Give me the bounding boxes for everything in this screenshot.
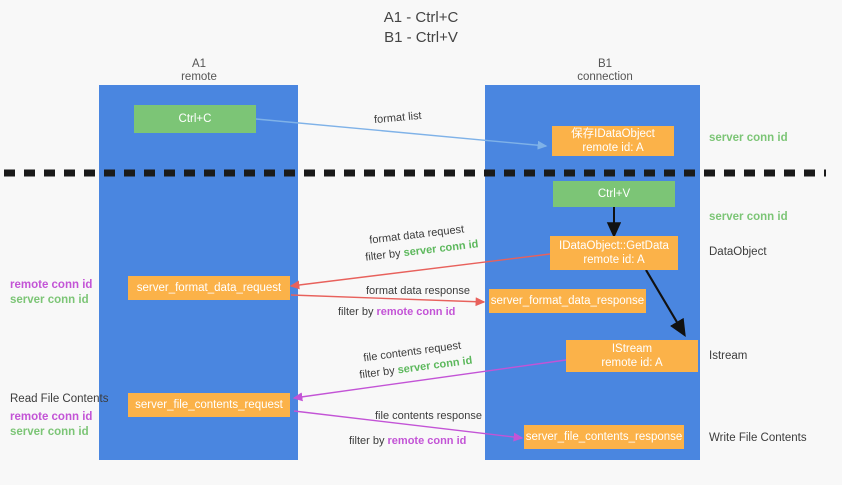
left-label-server-conn-id-upper: server conn id bbox=[10, 294, 89, 306]
node-save-idataobject-sub: remote id: A bbox=[582, 142, 644, 154]
node-idataobject-getdata-label: IDataObject::GetData bbox=[559, 240, 669, 252]
node-idataobject-getdata[interactable]: IDataObject::GetData remote id: A bbox=[550, 236, 678, 270]
left-label-server-conn-id-lower: server conn id bbox=[10, 426, 89, 438]
edge-label-format-data-response-filter: filter by remote conn id bbox=[338, 305, 455, 319]
left-label-read-file-contents: Read File Contents bbox=[10, 393, 109, 405]
node-ctrl-c[interactable]: Ctrl+C bbox=[134, 105, 256, 133]
node-server-format-data-response[interactable]: server_format_data_response bbox=[489, 289, 646, 313]
node-idataobject-getdata-sub: remote id: A bbox=[583, 254, 645, 266]
node-server-format-data-request-label: server_format_data_request bbox=[136, 282, 282, 294]
node-server-format-data-request[interactable]: server_format_data_request bbox=[128, 276, 290, 300]
right-label-server-conn-id-top: server conn id bbox=[709, 132, 788, 144]
right-label-server-conn-id-second: server conn id bbox=[709, 211, 788, 223]
column-header-a1-name: A1 bbox=[191, 58, 207, 70]
column-header-a1-sub: remote bbox=[181, 71, 217, 83]
edge-label-file-contents-response-filter: filter by remote conn id bbox=[349, 434, 466, 448]
node-save-idataobject-label: 保存IDataObject bbox=[571, 128, 655, 140]
column-header-b1-name: B1 bbox=[597, 58, 613, 70]
edge-label-file-contents-response: file contents response bbox=[375, 409, 482, 423]
node-server-file-contents-response-label: server_file_contents_response bbox=[525, 431, 683, 443]
page-title: A1 - Ctrl+C B1 - Ctrl+V bbox=[0, 8, 842, 48]
edge-label-format-list-text: format list bbox=[373, 109, 423, 127]
node-ctrl-v[interactable]: Ctrl+V bbox=[553, 181, 675, 207]
edge-label-file-contents-request-filter-prefix: filter by bbox=[358, 364, 399, 382]
page-title-line-2: B1 - Ctrl+V bbox=[384, 29, 458, 46]
left-label-remote-conn-id-upper: remote conn id bbox=[10, 279, 93, 291]
edge-label-format-data-request-filter-prefix: filter by bbox=[364, 247, 405, 264]
node-ctrl-c-label: Ctrl+C bbox=[178, 113, 212, 125]
node-server-file-contents-request[interactable]: server_file_contents_request bbox=[128, 393, 290, 417]
edge-label-format-data-response-text: format data response bbox=[366, 285, 470, 297]
node-istream-label: IStream bbox=[611, 343, 653, 355]
node-server-file-contents-response[interactable]: server_file_contents_response bbox=[524, 425, 684, 449]
page-title-line-1: A1 - Ctrl+C bbox=[383, 9, 459, 26]
left-label-remote-conn-id-lower: remote conn id bbox=[10, 411, 93, 423]
node-save-idataobject[interactable]: 保存IDataObject remote id: A bbox=[552, 126, 674, 156]
right-label-dataobject: DataObject bbox=[709, 246, 767, 258]
right-label-write-file-contents: Write File Contents bbox=[709, 432, 807, 444]
node-istream-sub: remote id: A bbox=[601, 357, 663, 369]
edge-label-format-data-response-filter-prefix: filter by bbox=[338, 306, 377, 318]
node-server-file-contents-request-label: server_file_contents_request bbox=[135, 399, 283, 411]
edge-label-file-contents-response-text: file contents response bbox=[375, 410, 483, 422]
edge-label-format-list: format list bbox=[373, 109, 423, 127]
node-ctrl-v-label: Ctrl+V bbox=[597, 188, 631, 200]
edge-label-format-data-response: format data response bbox=[366, 284, 470, 298]
edge-label-format-data-response-filter-value: remote conn id bbox=[376, 306, 456, 318]
node-server-format-data-response-label: server_format_data_response bbox=[490, 295, 645, 307]
node-istream[interactable]: IStream remote id: A bbox=[566, 340, 698, 372]
column-header-b1: B1 connection bbox=[515, 58, 695, 84]
column-header-b1-sub: connection bbox=[577, 71, 633, 83]
column-header-a1: A1 remote bbox=[109, 58, 289, 84]
edge-label-file-contents-response-filter-prefix: filter by bbox=[349, 435, 388, 447]
edge-label-file-contents-response-filter-value: remote conn id bbox=[387, 435, 467, 447]
right-label-istream: Istream bbox=[709, 350, 748, 362]
